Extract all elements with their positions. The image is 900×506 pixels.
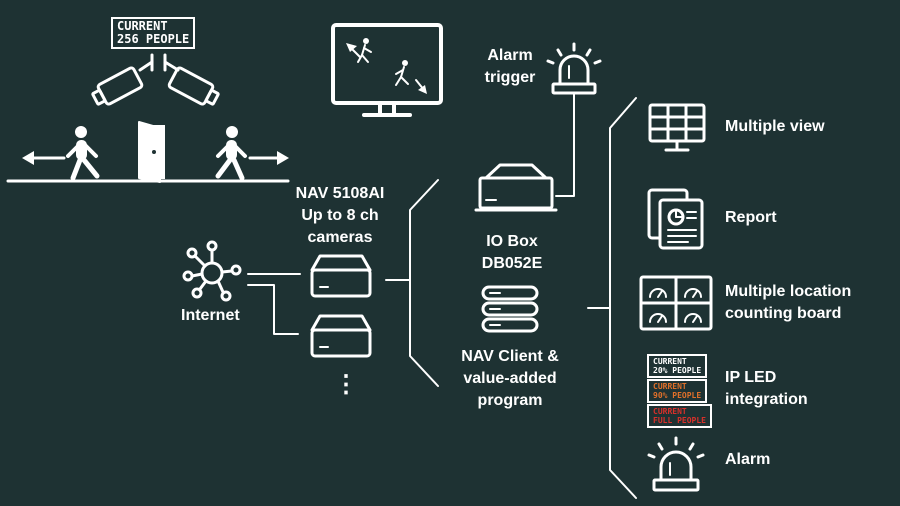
nav-device-label: NAV 5108AI Up to 8 ch cameras — [295, 185, 385, 246]
feature-counting-board-label: Multiple location counting board — [725, 283, 852, 322]
camera-mount — [138, 53, 180, 72]
monitor-icon — [331, 23, 443, 117]
server-stack-icon — [481, 285, 539, 333]
alarm-light-icon — [647, 436, 705, 492]
network-hub-icon — [182, 240, 242, 302]
counter-sign-line2: 256 PEOPLE — [117, 32, 190, 46]
monitor-grid-icon — [648, 103, 706, 152]
door-icon — [138, 121, 165, 183]
camera-right-icon — [167, 66, 220, 106]
enter-arrow-icon — [248, 151, 289, 165]
alarm-trigger-label: Alarm trigger — [484, 47, 536, 86]
exit-arrow-icon — [22, 151, 66, 165]
nav-client-label: NAV Client & value-added program — [461, 348, 559, 409]
person-walking-left-icon — [66, 126, 100, 181]
feature-alarm-label: Alarm — [725, 451, 771, 468]
io-box-label: IO Box DB052E — [481, 233, 543, 272]
counter-sign-line1: CURRENT — [117, 19, 168, 33]
left-bracket — [409, 179, 439, 387]
feature-multiple-view-label: Multiple view — [725, 118, 825, 135]
alarm-link-line — [555, 93, 575, 197]
alarm-beacon-icon — [546, 42, 602, 95]
internet-label: Internet — [181, 307, 240, 324]
led-panel-normal: CURRENT 20% PEOPLE — [647, 354, 708, 378]
nvr-lower-icon — [310, 314, 372, 358]
people-counter-sign: CURRENT 256 PEOPLE — [111, 17, 196, 49]
more-devices-ellipsis: ⋮ — [334, 371, 358, 398]
internet-link-lower — [247, 284, 299, 335]
led-panel-warning: CURRENT 90% PEOPLE — [647, 379, 708, 403]
led-panel-full: CURRENT FULL PEOPLE — [647, 404, 712, 428]
io-box-icon — [474, 163, 558, 212]
feature-ip-led-label: IP LED integration — [725, 369, 808, 408]
feature-report-label: Report — [725, 209, 777, 226]
camera-left-icon — [91, 66, 144, 106]
report-icon — [647, 188, 704, 250]
person-walking-right-icon — [215, 126, 247, 181]
nvr-upper-icon — [310, 254, 372, 298]
counting-board-icon — [639, 275, 713, 331]
right-bracket — [609, 97, 637, 499]
